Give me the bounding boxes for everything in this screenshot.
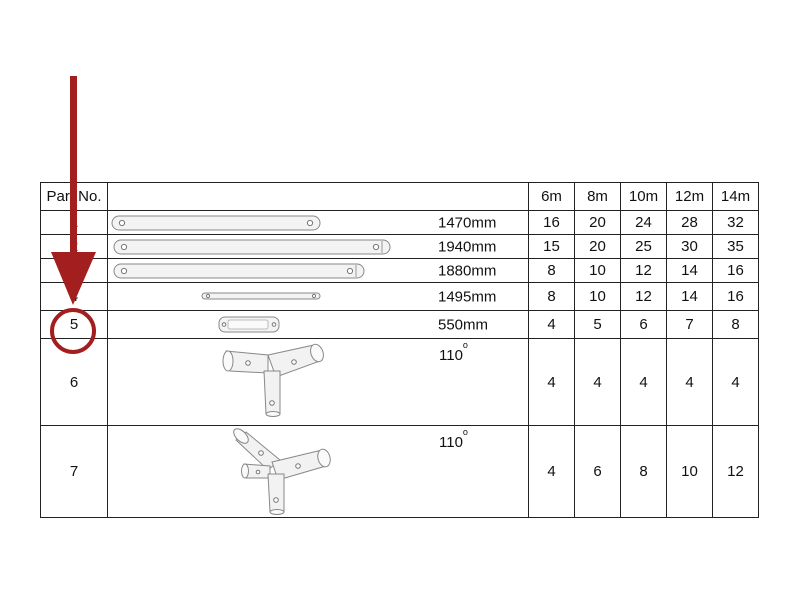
qty-cell: 15 [528, 234, 575, 259]
qty-cell: 28 [666, 210, 713, 235]
part-image-cell: 550mm [107, 310, 529, 339]
straight-pole-icon [113, 263, 365, 279]
qty-cell: 20 [574, 234, 621, 259]
part-length: 1470mm [438, 214, 497, 231]
table-row: 4 1495mm 8 10 12 14 16 [40, 282, 759, 311]
qty-cell: 16 [528, 210, 575, 235]
part-number: 2 [40, 234, 108, 259]
table-row: 3 1880mm 8 10 12 14 16 [40, 258, 759, 283]
part-image-cell: 110o [107, 425, 529, 518]
part-length: 1880mm [438, 262, 497, 279]
qty-cell: 6 [574, 425, 621, 518]
size-header-10m: 10m [620, 182, 667, 211]
thin-pole-icon [201, 292, 321, 300]
parts-table: Part No. 6m 8m 10m 12m 14m 1 1470mm 16 2… [40, 182, 759, 518]
qty-cell: 4 [620, 338, 667, 426]
qty-cell: 10 [574, 282, 621, 311]
size-header-12m: 12m [666, 182, 713, 211]
qty-cell: 30 [666, 234, 713, 259]
qty-cell: 12 [620, 258, 667, 283]
three-way-joint-icon [222, 343, 324, 417]
qty-cell: 20 [574, 210, 621, 235]
qty-cell: 14 [666, 282, 713, 311]
joint-angle: 110o [439, 340, 468, 364]
table-row: 1 1470mm 16 20 24 28 32 [40, 210, 759, 235]
qty-cell: 24 [620, 210, 667, 235]
part-number: 1 [40, 210, 108, 235]
qty-cell: 32 [712, 210, 759, 235]
qty-cell: 8 [620, 425, 667, 518]
qty-cell: 8 [528, 258, 575, 283]
part-number: 4 [40, 282, 108, 311]
qty-cell: 5 [574, 310, 621, 339]
straight-pole-icon [113, 239, 391, 255]
qty-cell: 8 [528, 282, 575, 311]
qty-cell: 12 [620, 282, 667, 311]
size-header-14m: 14m [712, 182, 759, 211]
part-image-cell: 1470mm [107, 210, 529, 235]
table-row: 6 110o 4 4 4 4 4 [40, 338, 759, 426]
image-header [107, 182, 529, 211]
part-number: 5 [40, 310, 108, 339]
qty-cell: 4 [574, 338, 621, 426]
table-row: 2 1940mm 15 20 25 30 35 [40, 234, 759, 259]
part-number: 3 [40, 258, 108, 283]
part-image-cell: 1495mm [107, 282, 529, 311]
size-header-8m: 8m [574, 182, 621, 211]
qty-cell: 8 [712, 310, 759, 339]
qty-cell: 7 [666, 310, 713, 339]
size-header-6m: 6m [528, 182, 575, 211]
part-image-cell: 1880mm [107, 258, 529, 283]
part-no-header: Part No. [40, 182, 108, 211]
qty-cell: 10 [666, 425, 713, 518]
qty-cell: 4 [666, 338, 713, 426]
qty-cell: 4 [528, 338, 575, 426]
qty-cell: 16 [712, 282, 759, 311]
part-image-cell: 110o [107, 338, 529, 426]
qty-cell: 25 [620, 234, 667, 259]
joint-angle: 110o [439, 427, 468, 451]
qty-cell: 4 [528, 425, 575, 518]
qty-cell: 35 [712, 234, 759, 259]
four-way-joint-icon [233, 428, 331, 515]
qty-cell: 10 [574, 258, 621, 283]
straight-pole-icon [111, 215, 321, 231]
table-row: 7 110o 4 6 8 [40, 425, 759, 518]
part-length: 1495mm [438, 288, 497, 305]
qty-cell: 12 [712, 425, 759, 518]
part-number: 6 [40, 338, 108, 426]
qty-cell: 4 [528, 310, 575, 339]
qty-cell: 14 [666, 258, 713, 283]
part-number: 7 [40, 425, 108, 518]
part-image-cell: 1940mm [107, 234, 529, 259]
part-length: 550mm [438, 316, 489, 333]
qty-cell: 6 [620, 310, 667, 339]
qty-cell: 4 [712, 338, 759, 426]
qty-cell: 16 [712, 258, 759, 283]
header-row: Part No. 6m 8m 10m 12m 14m [40, 182, 759, 211]
connector-sleeve-icon [218, 316, 280, 333]
table-row: 5 550mm 4 5 6 7 8 [40, 310, 759, 339]
part-length: 1940mm [438, 238, 497, 255]
